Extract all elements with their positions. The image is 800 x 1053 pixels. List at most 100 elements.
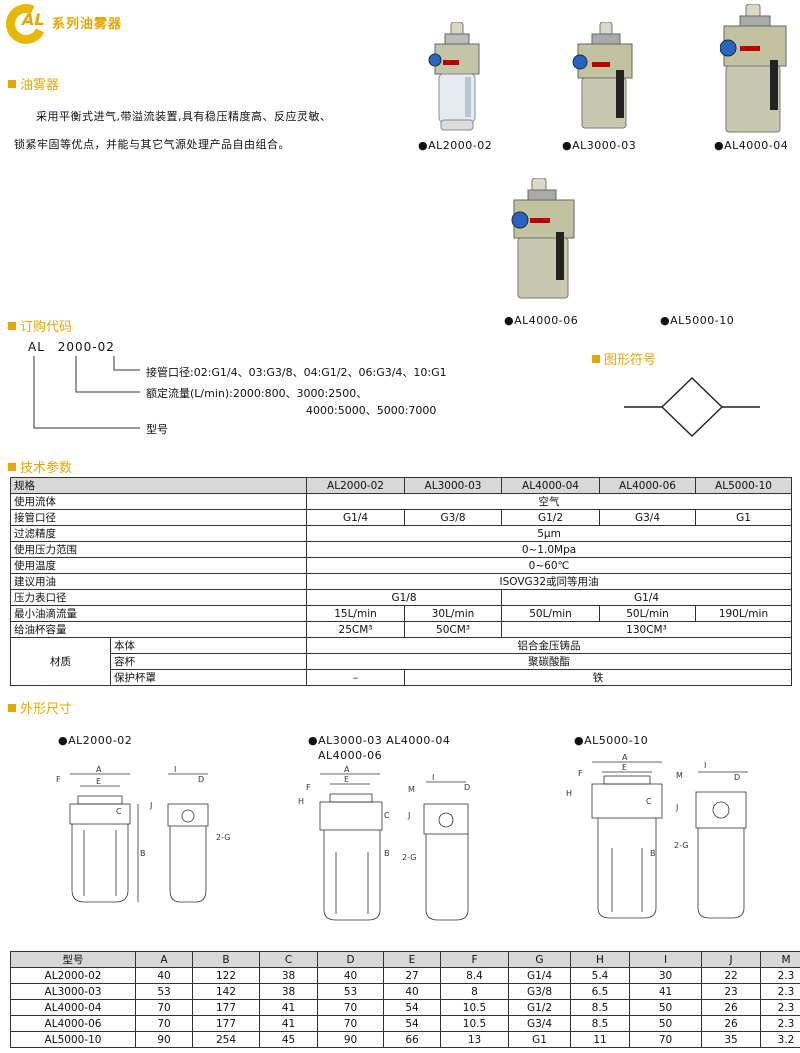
table-cell: G3/4 [508,1015,571,1032]
svg-text:I: I [704,761,706,770]
spec-value: 聚碳酸酯 [306,653,792,670]
caption-al2000-02: ●AL2000-02 [418,139,493,152]
svg-text:F: F [306,783,311,792]
svg-text:D: D [198,775,204,784]
spec-value: 0~1.0Mpa [306,541,792,558]
table-cell: G1/2 [508,999,571,1016]
table-cell: 8.4 [440,967,509,984]
table-cell: G3/8 [508,983,571,1000]
spec-row-fluid: 使用流体空气 [10,493,792,510]
svg-text:2-G: 2-G [216,833,230,842]
spec-header-col: AL2000-02 [306,477,405,494]
spec-value: 50CM³ [404,621,502,638]
product-image-al2000 [428,22,480,131]
table-cell: 53 [135,983,193,1000]
table-cell: AL2000-02 [10,967,136,984]
svg-text:D: D [464,783,470,792]
spec-header-col: AL3000-03 [404,477,502,494]
svg-text:J: J [407,811,410,820]
dimension-header-cell: B [192,951,260,968]
section-order-heading: 订购代码 [8,316,72,335]
spec-value: 50L/min [501,605,600,622]
svg-text:A: A [344,765,350,774]
spec-value: G3/8 [404,509,502,526]
svg-text:J: J [149,801,152,810]
table-cell: 35 [701,1031,761,1048]
order-code-leader-lines [33,356,140,429]
dimension-header-cell: M [760,951,800,968]
table-cell: 10.5 [440,1015,509,1032]
table-cell: 70 [317,999,384,1016]
table-cell: 2.3 [760,1015,800,1032]
table-cell: 2.3 [760,999,800,1016]
table-cell: 90 [135,1031,193,1048]
svg-text:A: A [96,765,102,774]
spec-value: 30L/min [404,605,502,622]
table-cell: 50 [629,1015,702,1032]
svg-text:H: H [566,789,572,798]
caption-al4000-06: ●AL4000-06 [504,314,579,327]
table-cell: 38 [259,967,318,984]
dimension-header-cell: F [440,951,509,968]
table-cell: 177 [192,1015,260,1032]
dimension-header-cell: C [259,951,318,968]
dimension-header-cell: A [135,951,193,968]
table-cell: AL4000-04 [10,999,136,1016]
table-cell: 41 [629,983,702,1000]
table-cell: 45 [259,1031,318,1048]
spec-row-guard: 保护杯罩–铁 [11,669,792,686]
table-cell: 5.4 [570,967,630,984]
svg-text:C: C [116,807,122,816]
order-code-flow: 2000 [57,340,93,354]
intro-line-2: 锁紧牢固等优点，并能与其它气源处理产品自由组合。 [14,138,290,151]
spec-row-body: 材质本体铝合金压铸品 [10,637,792,686]
table-cell: 54 [383,999,441,1016]
spec-value: G3/4 [599,509,696,526]
dimension-drawing-al2000: A E F B C I D J 2-G [56,765,230,903]
table-cell: 22 [701,967,761,984]
table-cell: 70 [317,1015,384,1032]
table-cell: 8 [440,983,509,1000]
spec-value: G1/4 [501,589,792,606]
section-symbol-heading: 图形符号 [592,349,656,368]
svg-text:F: F [578,769,583,778]
svg-text:I: I [174,765,176,774]
spec-label: 最小油滴流量 [10,605,307,622]
table-cell: 27 [383,967,441,984]
section-spec-heading: 技术参数 [8,457,72,476]
svg-text:D: D [734,773,740,782]
svg-text:I: I [432,773,434,782]
table-cell: 66 [383,1031,441,1048]
product-image-al4000-04 [720,4,787,133]
svg-text:A: A [622,753,628,762]
section-lubricator-heading: 油雾器 [8,74,59,93]
table-cell: 2.3 [760,967,800,984]
table-cell: 254 [192,1031,260,1048]
table-cell: 26 [701,999,761,1016]
order-code-port: 02 [97,340,115,354]
dimension-header-cell: D [317,951,384,968]
table-cell: 122 [192,967,260,984]
table-cell: 26 [701,1015,761,1032]
table-cell: 177 [192,999,260,1016]
table-cell: 8.5 [570,1015,630,1032]
drawing-label-al5000: ●AL5000-10 [574,734,649,747]
spec-label: 建议用油 [10,573,307,590]
table-cell: 40 [317,967,384,984]
page-title: 系列油雾器 [52,17,123,32]
spec-value: 50L/min [599,605,696,622]
drawing-label-al2000: ●AL2000-02 [58,734,133,747]
spec-value: 15L/min [306,605,405,622]
dimension-header-cell: 型号 [10,951,136,968]
table-cell: 2.3 [760,983,800,1000]
spec-value: G1/4 [306,509,405,526]
section-square-icon [8,322,16,330]
table-cell: 40 [135,967,193,984]
svg-text:E: E [344,775,349,784]
dimension-header-cell: J [701,951,761,968]
spec-row-bowl: 容杯聚碳酸酯 [11,653,792,670]
table-cell: 6.5 [570,983,630,1000]
